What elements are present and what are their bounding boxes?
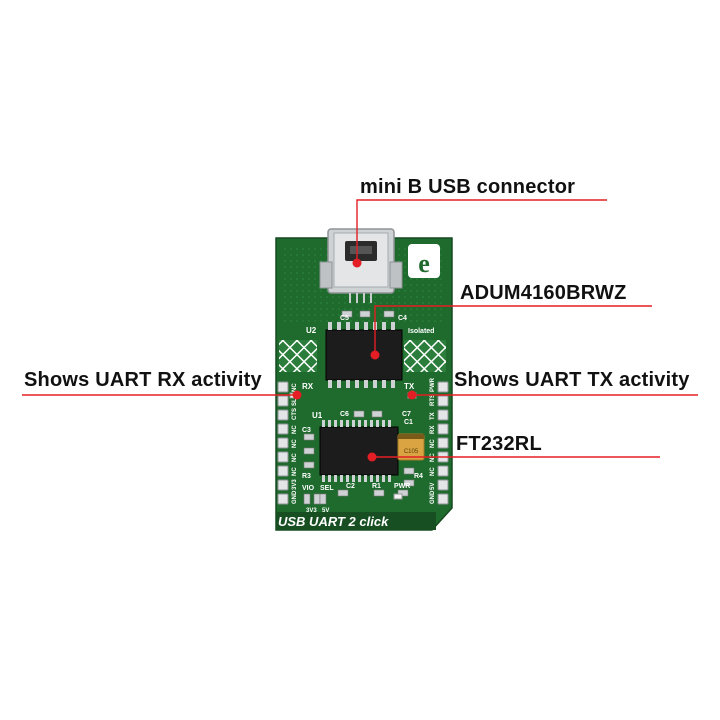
left-pin-label-0: NC	[292, 383, 298, 392]
left-pin-label-6: NC	[292, 467, 298, 476]
right-pin-label-8: GND	[430, 490, 436, 504]
mikroe-logo: e	[408, 244, 440, 278]
left-pin-label-2: CTS	[292, 408, 298, 420]
capacitor-marking: C105	[404, 449, 419, 455]
label-c2: C2	[346, 483, 355, 490]
left-pin-label-4: NC	[292, 439, 298, 448]
label-c6: C6	[340, 411, 349, 418]
right-pin-label-7: 5V	[430, 483, 436, 490]
label-tx: TX	[404, 382, 415, 391]
adum4160-chip	[325, 322, 403, 388]
left-pin-label-5: NC	[292, 453, 298, 462]
callout-label-rx: Shows UART RX activity	[24, 369, 262, 391]
right-pin-label-1: RTS	[430, 394, 436, 406]
label-c4: C4	[398, 315, 407, 322]
callout-dot-adum	[370, 350, 380, 360]
label-3v3: 3V3	[306, 508, 317, 514]
right-header-pins	[437, 381, 449, 505]
callout-label-ft: FT232RL	[456, 433, 542, 455]
right-pin-label-6: NC	[430, 467, 436, 476]
callout-dots	[292, 258, 417, 462]
left-pin-label-3: NC	[292, 425, 298, 434]
right-pin-label-2: TX	[430, 412, 436, 420]
svg-text:e: e	[418, 249, 430, 278]
isolation-hatch-left	[279, 340, 317, 372]
label-r4: R4	[414, 473, 423, 480]
label-u2: U2	[306, 326, 317, 335]
callout-lines	[22, 199, 698, 458]
label-5v: 5V	[322, 508, 329, 514]
board-title: USB UART 2 click	[278, 514, 389, 529]
tantalum-capacitor: C105	[397, 433, 425, 461]
right-pin-label-3: RX	[430, 426, 436, 434]
mini-usb-connector	[319, 228, 403, 303]
label-r3: R3	[302, 473, 311, 480]
label-vio: VIO	[302, 485, 315, 492]
label-sel: SEL	[320, 485, 334, 492]
label-r1: R1	[372, 483, 381, 490]
label-c7: C7	[402, 411, 411, 418]
callout-dot-ft	[367, 452, 377, 462]
label-c3: C3	[302, 427, 311, 434]
label-isolated: Isolated	[408, 328, 434, 335]
label-c1: C1	[404, 419, 413, 426]
callout-label-tx: Shows UART TX activity	[454, 369, 690, 391]
callout-dot-usb	[352, 258, 362, 268]
right-pin-label-0: PWR	[430, 377, 436, 392]
label-pwr: PWR	[394, 483, 410, 490]
callout-dot-rx	[292, 390, 302, 400]
silkscreen: U2 C5 C4 Isolated RX TX C6 C7 U1 C3 C1 R…	[278, 315, 434, 529]
isolation-hatch-right	[404, 340, 446, 372]
label-c5: C5	[340, 315, 349, 322]
smd-passives	[303, 310, 415, 505]
right-pin-label-4: NC	[430, 439, 436, 448]
ft232rl-chip	[319, 420, 399, 482]
left-header-pins	[277, 381, 289, 505]
left-pin-label-7: 3V3	[292, 479, 298, 490]
callout-dot-tx	[407, 390, 417, 400]
left-pin-label-8: GND	[292, 490, 298, 504]
callout-line-usb	[356, 199, 607, 263]
label-u1: U1	[312, 411, 323, 420]
callout-line-adum	[374, 305, 652, 355]
callout-label-usb: mini B USB connector	[360, 176, 576, 198]
label-rx: RX	[302, 382, 314, 391]
callout-label-adum: ADUM4160BRWZ	[460, 282, 627, 304]
left-pin-label-1: SLP	[292, 394, 298, 406]
